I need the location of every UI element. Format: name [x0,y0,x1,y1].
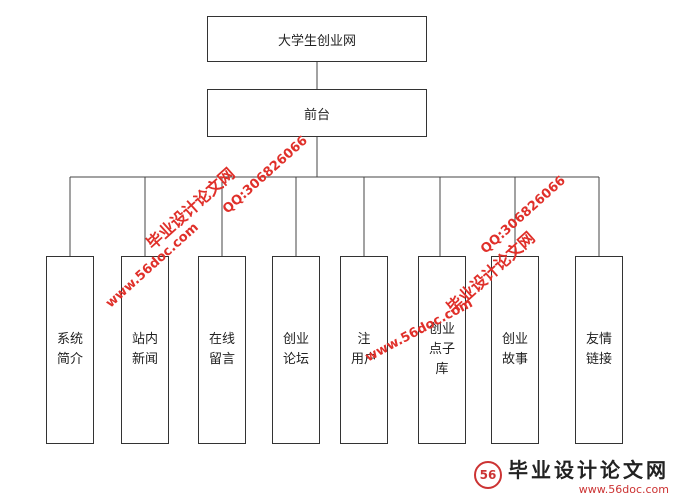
leaf-label-line: 创业 [501,332,528,347]
logo-text: 56 [479,468,497,482]
leaf-label-line: 简介 [56,352,83,367]
frontend-node: 前台 [207,89,427,137]
leaf-label-line: 故事 [501,352,528,367]
leaf-node-system-intro: 系统简介 [46,256,94,444]
leaf-label-line: 友情 [585,332,612,347]
leaf-node-online-message: 在线留言 [198,256,246,444]
footer-text-group: 毕业设计论文网 www.56doc.com [508,454,669,496]
leaf-label-line: 论坛 [282,352,309,367]
leaf-label-line: 注 [357,332,371,347]
leaf-node-idea-library: 创业点子库 [418,256,466,444]
leaf-label-line: 库 [435,362,449,377]
leaf-label-line: 创业 [428,322,455,337]
leaf-label-line: 用户 [350,352,377,367]
leaf-label-line: 创业 [282,332,309,347]
leaf-node-stories: 创业故事 [491,256,539,444]
leaf-label-line: 点子 [428,342,455,357]
frontend-node-label: 前台 [303,107,330,123]
site-logo-icon: 56 [474,461,502,489]
root-node-label: 大学生创业网 [277,33,356,49]
leaf-label-line: 新闻 [131,352,158,367]
leaf-node-friend-links: 友情链接 [575,256,623,444]
footer-title: 毕业设计论文网 [508,458,669,482]
footer-brand: 56 毕业设计论文网 www.56doc.com [474,454,669,496]
leaf-node-site-news: 站内新闻 [121,256,169,444]
leaf-label-line: 系统 [56,332,83,347]
root-node: 大学生创业网 [207,16,427,62]
footer-url: www.56doc.com [578,483,669,496]
leaf-node-forum: 创业论坛 [272,256,320,444]
leaf-label-line: 站内 [131,332,158,347]
leaf-label-line: 链接 [585,352,612,367]
leaf-label-line: 在线 [208,332,235,347]
leaf-label-line: 留言 [208,352,235,367]
leaf-node-register-user: 注用户 [340,256,388,444]
